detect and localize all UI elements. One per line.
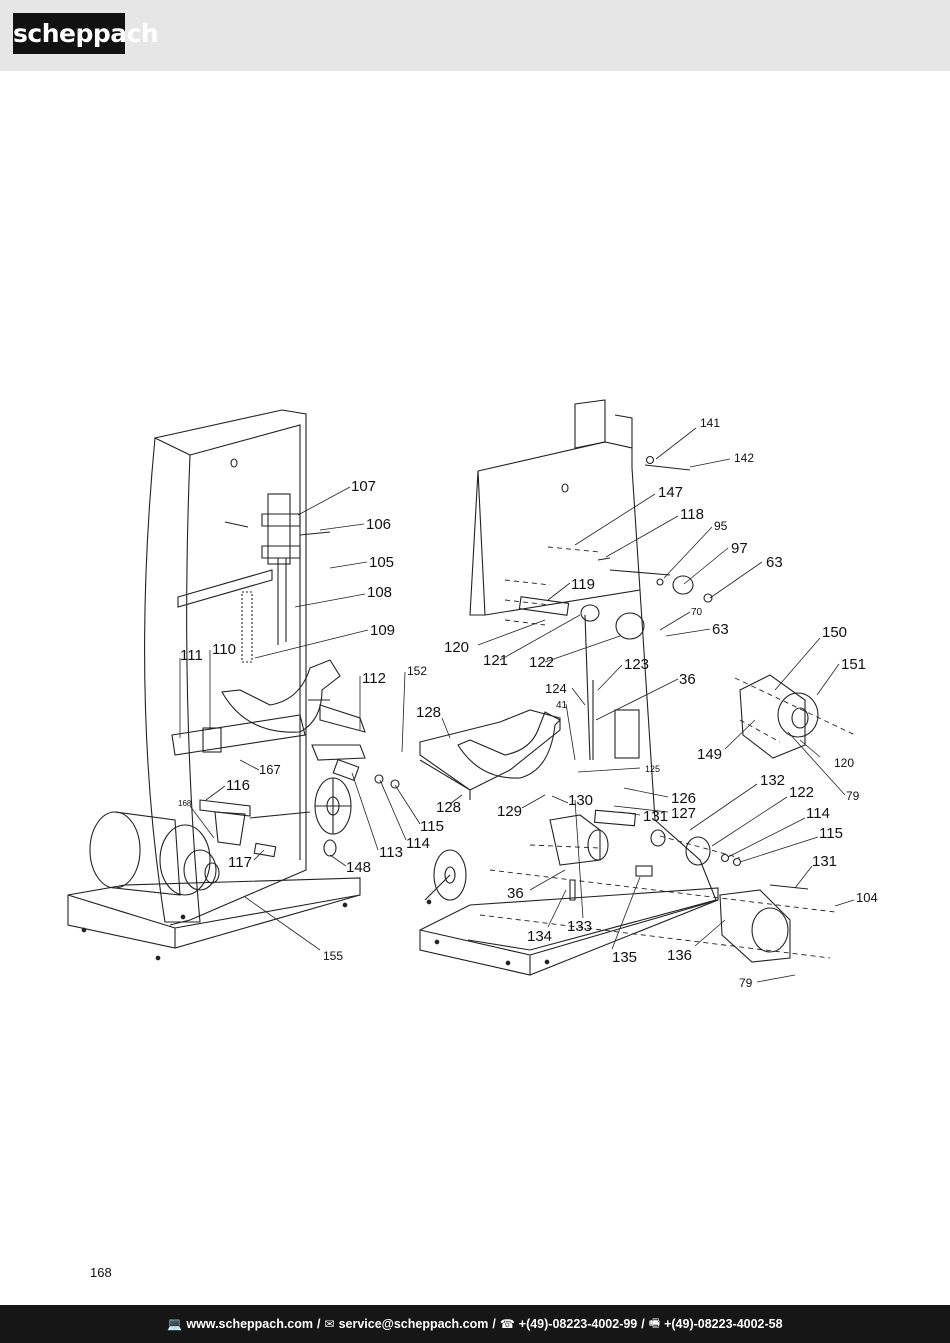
part-label: 125 <box>645 764 660 774</box>
part-label: 127 <box>671 805 696 822</box>
part-label: 128 <box>436 799 461 816</box>
part-label: 120 <box>834 756 854 770</box>
left-table-bracket <box>177 569 273 608</box>
part-label: 111 <box>180 647 203 664</box>
motor-plate <box>739 674 806 759</box>
footer-separator: / <box>641 1317 645 1331</box>
part-label: 149 <box>697 746 722 763</box>
part-label: 130 <box>568 792 593 809</box>
part-label: 95 <box>714 519 728 533</box>
part-label: 121 <box>483 652 508 669</box>
part-label: 116 <box>226 777 250 794</box>
leader-lines <box>179 427 855 983</box>
part-label: 123 <box>624 656 649 673</box>
part-label: 126 <box>671 790 696 807</box>
mail-icon: ✉ <box>324 1317 335 1331</box>
part-label: 132 <box>760 772 785 789</box>
part-label: 108 <box>367 584 392 601</box>
part-label: 63 <box>712 621 729 638</box>
dust-port <box>719 889 791 963</box>
part-label: 114 <box>806 805 830 822</box>
part-label: 128 <box>416 704 441 721</box>
part-number-labels: 141 142 147 118 95 97 63 119 70 63 150 1… <box>178 416 878 990</box>
part-label: 135 <box>612 949 637 966</box>
part-label: 115 <box>420 818 444 835</box>
part-label: 151 <box>841 656 866 673</box>
page-number: 168 <box>90 1265 112 1280</box>
footer-website[interactable]: www.scheppach.com <box>186 1317 314 1331</box>
part-label: 97 <box>731 540 748 557</box>
left-frame-body <box>154 409 307 926</box>
part-label: 167 <box>259 762 281 777</box>
part-label: 36 <box>679 671 696 688</box>
footer-separator: / <box>492 1317 496 1331</box>
part-label: 118 <box>680 506 704 523</box>
part-label: 122 <box>789 784 814 801</box>
part-label: 70 <box>691 607 703 618</box>
right-machine <box>419 399 856 976</box>
part-label: 106 <box>366 516 391 533</box>
part-label: 115 <box>819 825 843 842</box>
footer-phone: +(49)-08223-4002-99 <box>518 1317 638 1331</box>
part-label: 104 <box>856 890 878 905</box>
part-label: 133 <box>567 918 592 935</box>
part-label: 107 <box>351 478 376 495</box>
part-label: 119 <box>571 576 595 593</box>
footer-bar: 💻 www.scheppach.com / ✉ service@scheppac… <box>0 1305 950 1343</box>
part-label: 124 <box>545 681 567 696</box>
part-label: 168 <box>178 799 192 808</box>
part-label: 117 <box>228 854 252 871</box>
part-label: 105 <box>369 554 394 571</box>
part-label: 147 <box>658 484 683 501</box>
part-label: 131 <box>812 853 837 870</box>
phone-icon: ☎ <box>499 1317 515 1331</box>
part-label: 122 <box>529 654 554 671</box>
part-label: 150 <box>822 624 847 641</box>
part-label: 110 <box>212 641 236 658</box>
part-label: 141 <box>700 416 720 430</box>
header-bar: scheppach <box>0 0 950 71</box>
part-label: 109 <box>370 622 395 639</box>
part-label: 129 <box>497 803 522 820</box>
part-label: 114 <box>406 835 430 852</box>
left-frame-arm <box>144 437 201 923</box>
part-label: 155 <box>323 949 343 963</box>
footer-fax: +(49)-08223-4002-58 <box>664 1317 783 1331</box>
left-base <box>67 877 361 949</box>
right-table-trunnion <box>457 711 561 779</box>
part-label: 36 <box>507 885 524 902</box>
right-frame-body <box>467 441 717 951</box>
part-label: 136 <box>667 947 692 964</box>
left-motor <box>89 811 141 889</box>
part-label: 152 <box>407 664 427 678</box>
part-label: 79 <box>739 976 753 990</box>
part-label: 142 <box>734 451 754 465</box>
part-label: 134 <box>527 928 552 945</box>
part-label: 112 <box>362 670 386 687</box>
right-handwheel <box>433 849 467 901</box>
part-label: 148 <box>346 859 371 876</box>
footer-email[interactable]: service@scheppach.com <box>338 1317 489 1331</box>
fax-icon: 🖷 <box>648 1315 661 1330</box>
part-label: 113 <box>379 844 403 861</box>
computer-icon: 💻 <box>167 1317 183 1331</box>
footer-separator: / <box>317 1317 321 1331</box>
left-machine <box>67 409 400 961</box>
left-table-trunnion <box>221 659 341 733</box>
part-label: 63 <box>766 554 783 571</box>
part-label: 131 <box>643 808 668 825</box>
part-label: 120 <box>444 639 469 656</box>
part-label: 79 <box>846 789 860 803</box>
part-label: 41 <box>556 700 568 711</box>
